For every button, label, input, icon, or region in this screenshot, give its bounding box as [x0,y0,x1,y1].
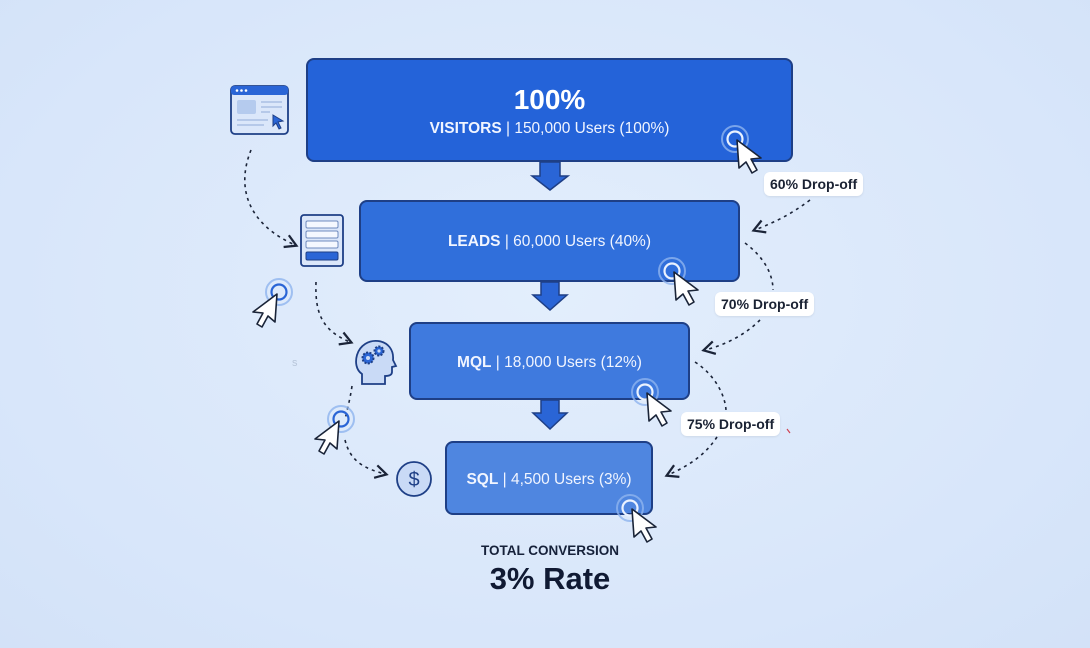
cursor-click-icon [721,125,762,174]
cursor-click-icon [314,405,355,455]
cursor-click-icon [658,257,699,306]
right-connector-2 [744,242,774,291]
stage-label: MQL | 18,000 Users (12%) [411,354,688,372]
stage-name: SQL [466,471,499,488]
dropoff-label: 60% Drop-off [764,172,864,196]
form-icon [300,214,344,267]
cursor-click-icon [616,494,657,543]
stage-headline: 100% [513,84,586,115]
stage-leads[interactable]: LEADS | 60,000 Users (40%) [359,200,740,282]
stage-detail: | 18,000 Users (12%) [495,354,642,371]
left-connector-1 [243,149,299,249]
brain-gears-icon [355,340,398,385]
browser-window-icon [230,85,289,135]
cursor-click-icon [631,378,672,427]
down-arrow-icon [529,161,571,191]
total-conversion-label: TOTAL CONVERSION [480,543,619,558]
stage-detail: | 4,500 Users (3%) [502,471,632,488]
left-connector-2 [315,281,354,346]
dropoff-label: 75% Drop-off [681,412,781,436]
down-arrows [529,161,571,431]
stage-label: VISITORS | 150,000 Users (100%) [308,120,791,138]
stage-name: MQL [457,354,492,371]
right-connector-1 [751,199,811,234]
stage-label: LEADS | 60,000 Users (40%) [361,233,738,251]
stage-label: SQL | 4,500 Users (3%) [447,471,651,489]
right-connector-5 [664,436,718,478]
stage-detail: | 60,000 Users (40%) [504,233,652,250]
down-arrow-icon [531,281,569,312]
svg-text:$: $ [408,469,419,491]
stage-name: VISITORS [429,120,502,137]
cursor-click-icon [252,278,293,328]
dropoff-label: 70% Drop-off [715,292,815,316]
faded-text: s [292,357,298,369]
stage-mql[interactable]: MQL | 18,000 Users (12%) [409,322,690,400]
stage-name: LEADS [447,233,501,250]
dollar-coin-icon: $ [396,461,432,497]
right-connector-3 [701,319,761,355]
down-arrow-icon [531,399,569,431]
left-connector-4 [344,439,389,479]
stage-detail: | 150,000 Users (100%) [505,120,670,137]
right-connector-4 [694,361,727,411]
stage-visitors[interactable]: 100% VISITORS | 150,000 Users (100%) [306,58,793,162]
total-conversion-value: 3% Rate [489,561,611,596]
